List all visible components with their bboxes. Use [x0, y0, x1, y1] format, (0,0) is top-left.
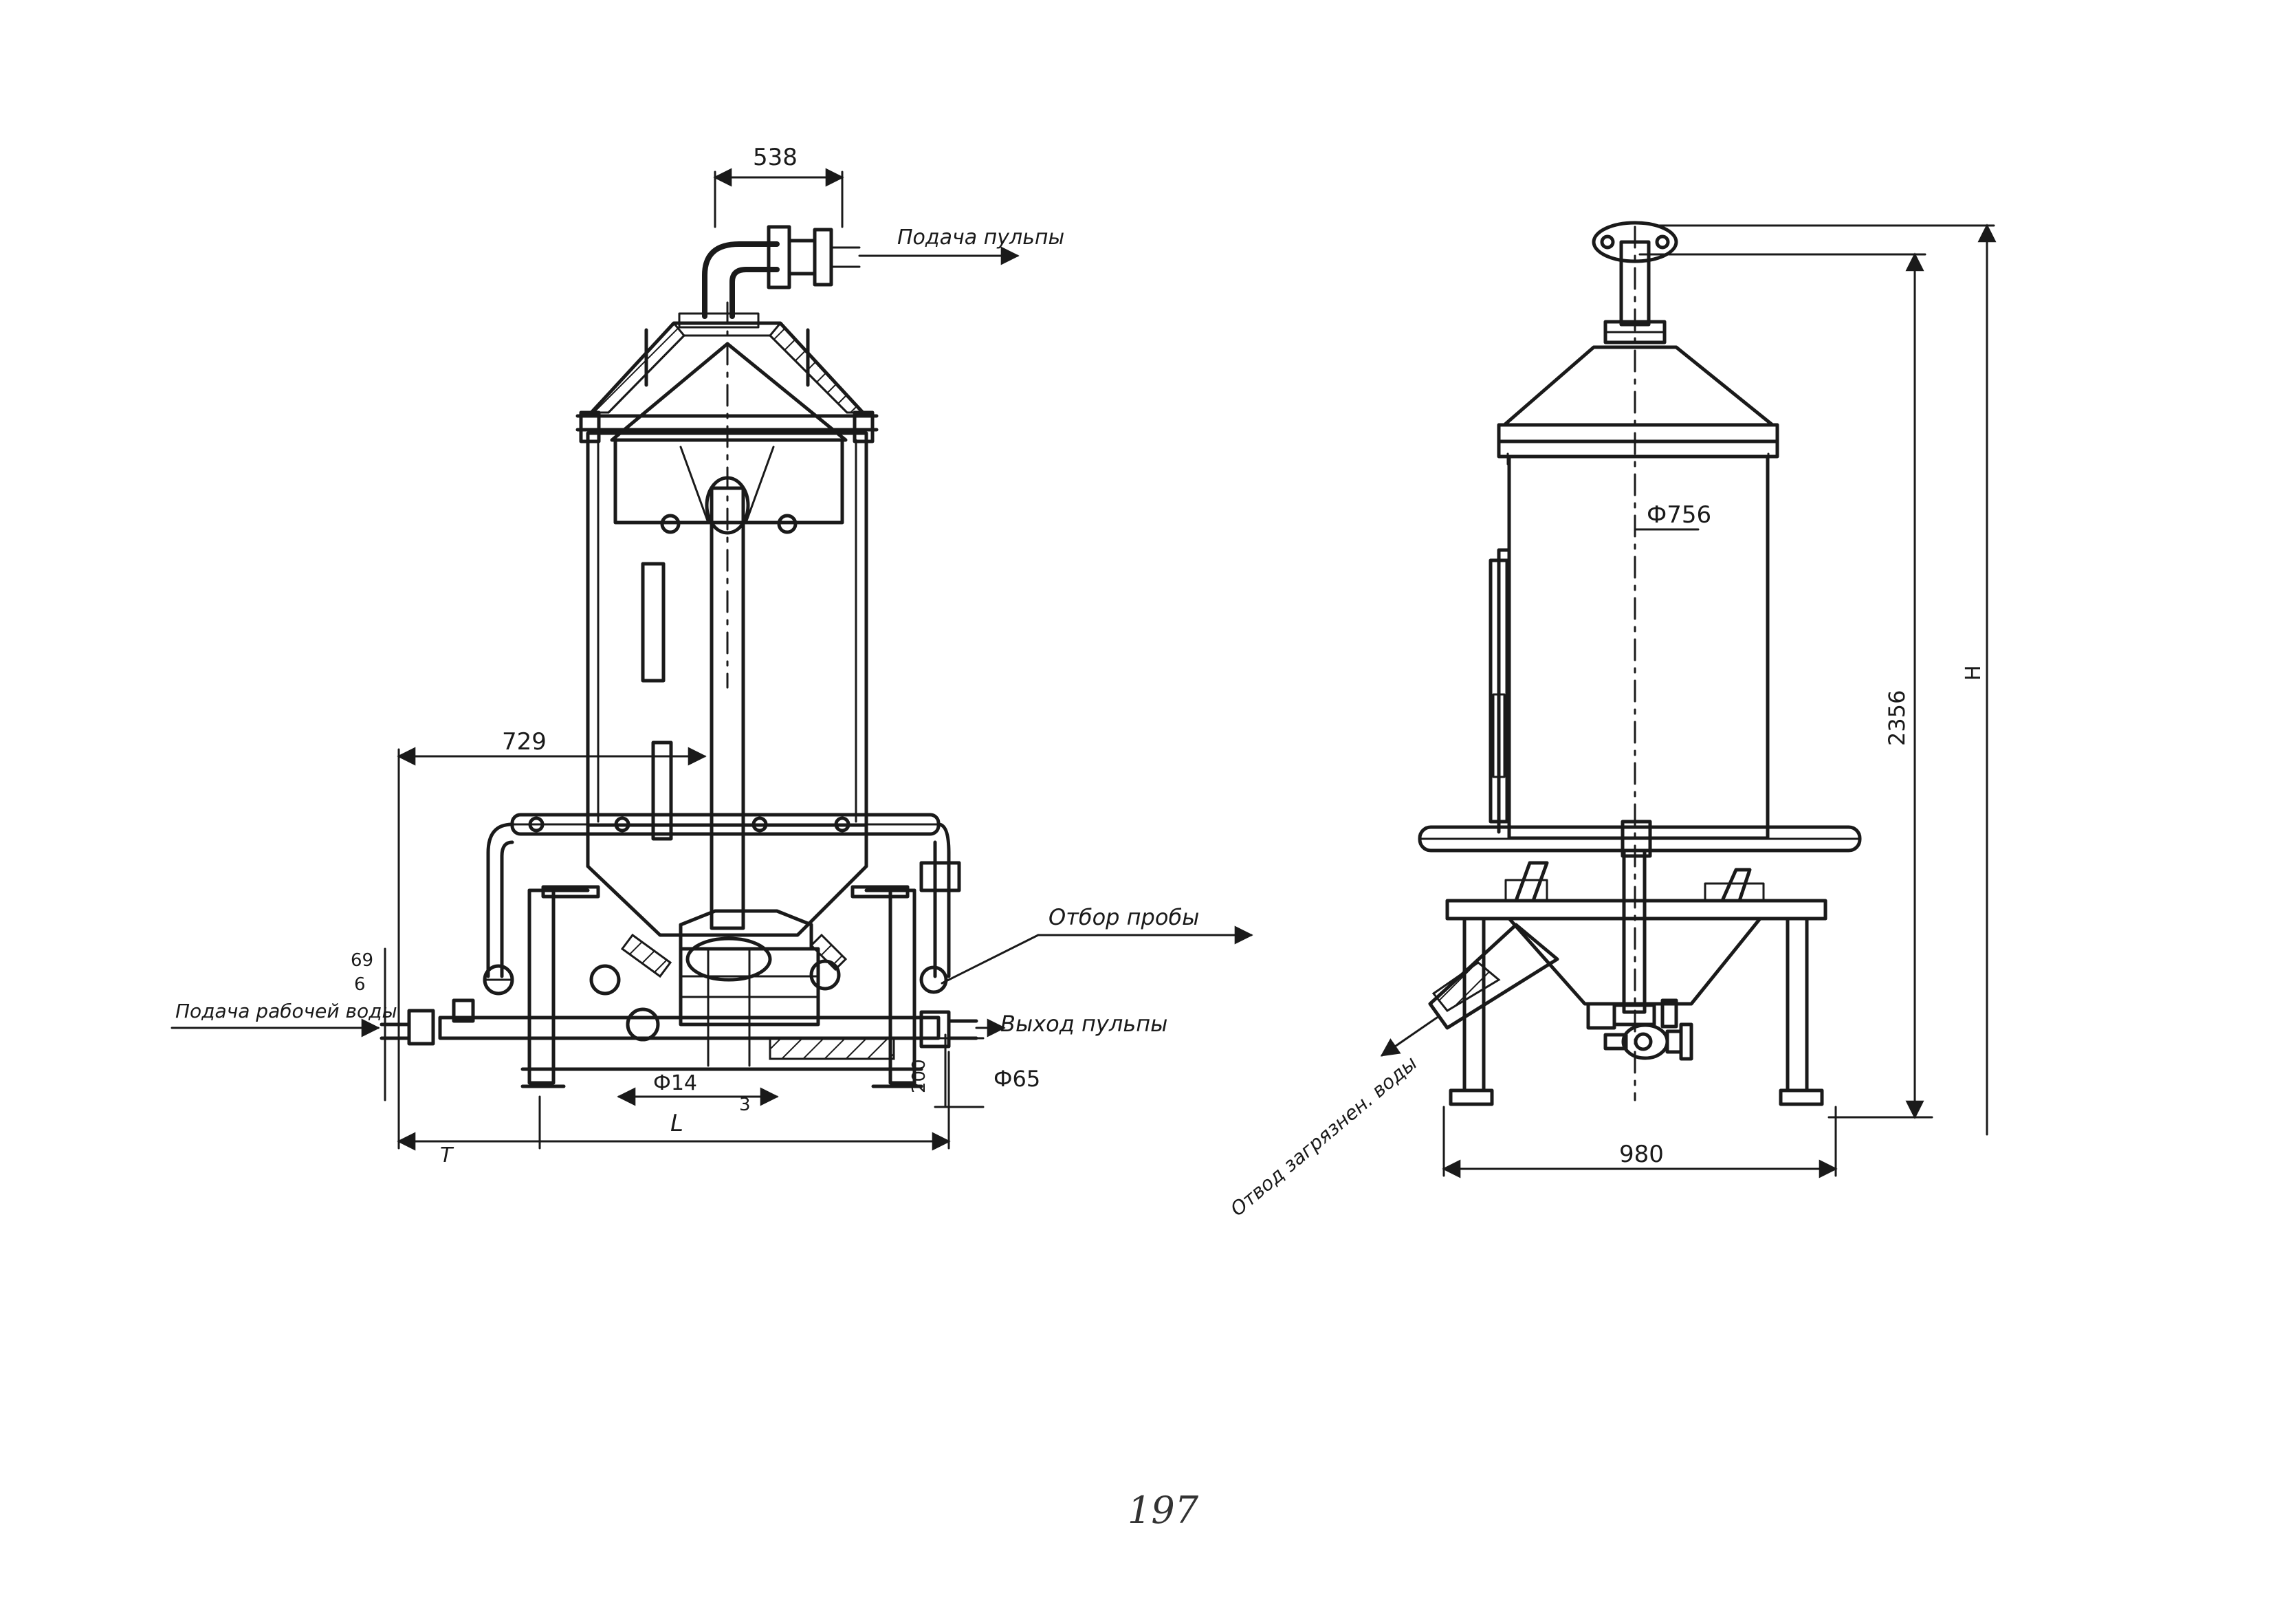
right-lid [1497, 345, 1779, 465]
right-dimensions [1442, 223, 1997, 1178]
water-inlet-pipe [380, 998, 978, 1088]
right-elevation-view: Ф756 2356 H 980 Отвод загрязнен. воды [1226, 221, 1997, 1220]
right-body [1489, 226, 1770, 1101]
left-valves [483, 933, 948, 1042]
label-pulp-outlet: Выход пульпы [1000, 1011, 1167, 1037]
label-feed-water: Подача рабочей воды [175, 1000, 397, 1022]
label-drain: Отвод загрязнен. воды [1226, 1051, 1421, 1220]
left-dimensions [171, 168, 1253, 1151]
dim-height-total: H [1962, 665, 1986, 681]
dim-base-width: 980 [1619, 1141, 1664, 1168]
right-pump [1586, 848, 1693, 1061]
dim-shaft-dia: Ф14 [653, 1071, 697, 1095]
pulp-inlet-pipe [678, 225, 861, 329]
dim-shaft-small: 3 [739, 1095, 751, 1115]
dim-body-dia: Ф756 [1647, 501, 1711, 529]
dim-left-small-b: 6 [354, 974, 366, 995]
dim-left-small-a: 69 [351, 950, 373, 971]
dim-outlet-height: 200 [909, 1059, 930, 1093]
label-feed-pulp: Подача пульпы [897, 226, 1064, 250]
tank-lid [575, 301, 879, 689]
left-section-view: 538 Подача пульпы 729 69 6 Подача рабоче… [171, 144, 1253, 1167]
right-stand [1445, 861, 1827, 1106]
dim-outlet-dia: Ф65 [993, 1066, 1040, 1092]
tank-body [586, 431, 868, 930]
page-number: 197 [1128, 1489, 1199, 1532]
label-sample-take: Отбор пробы [1048, 904, 1199, 930]
dim-top-offset: 538 [753, 144, 798, 171]
dim-mid-width: 729 [502, 728, 547, 756]
dim-bottom-len: L [670, 1110, 683, 1137]
dim-bottom-left: T [440, 1143, 454, 1167]
dim-height: 2356 [1884, 690, 1910, 746]
drain-pipe [1380, 923, 1559, 1057]
